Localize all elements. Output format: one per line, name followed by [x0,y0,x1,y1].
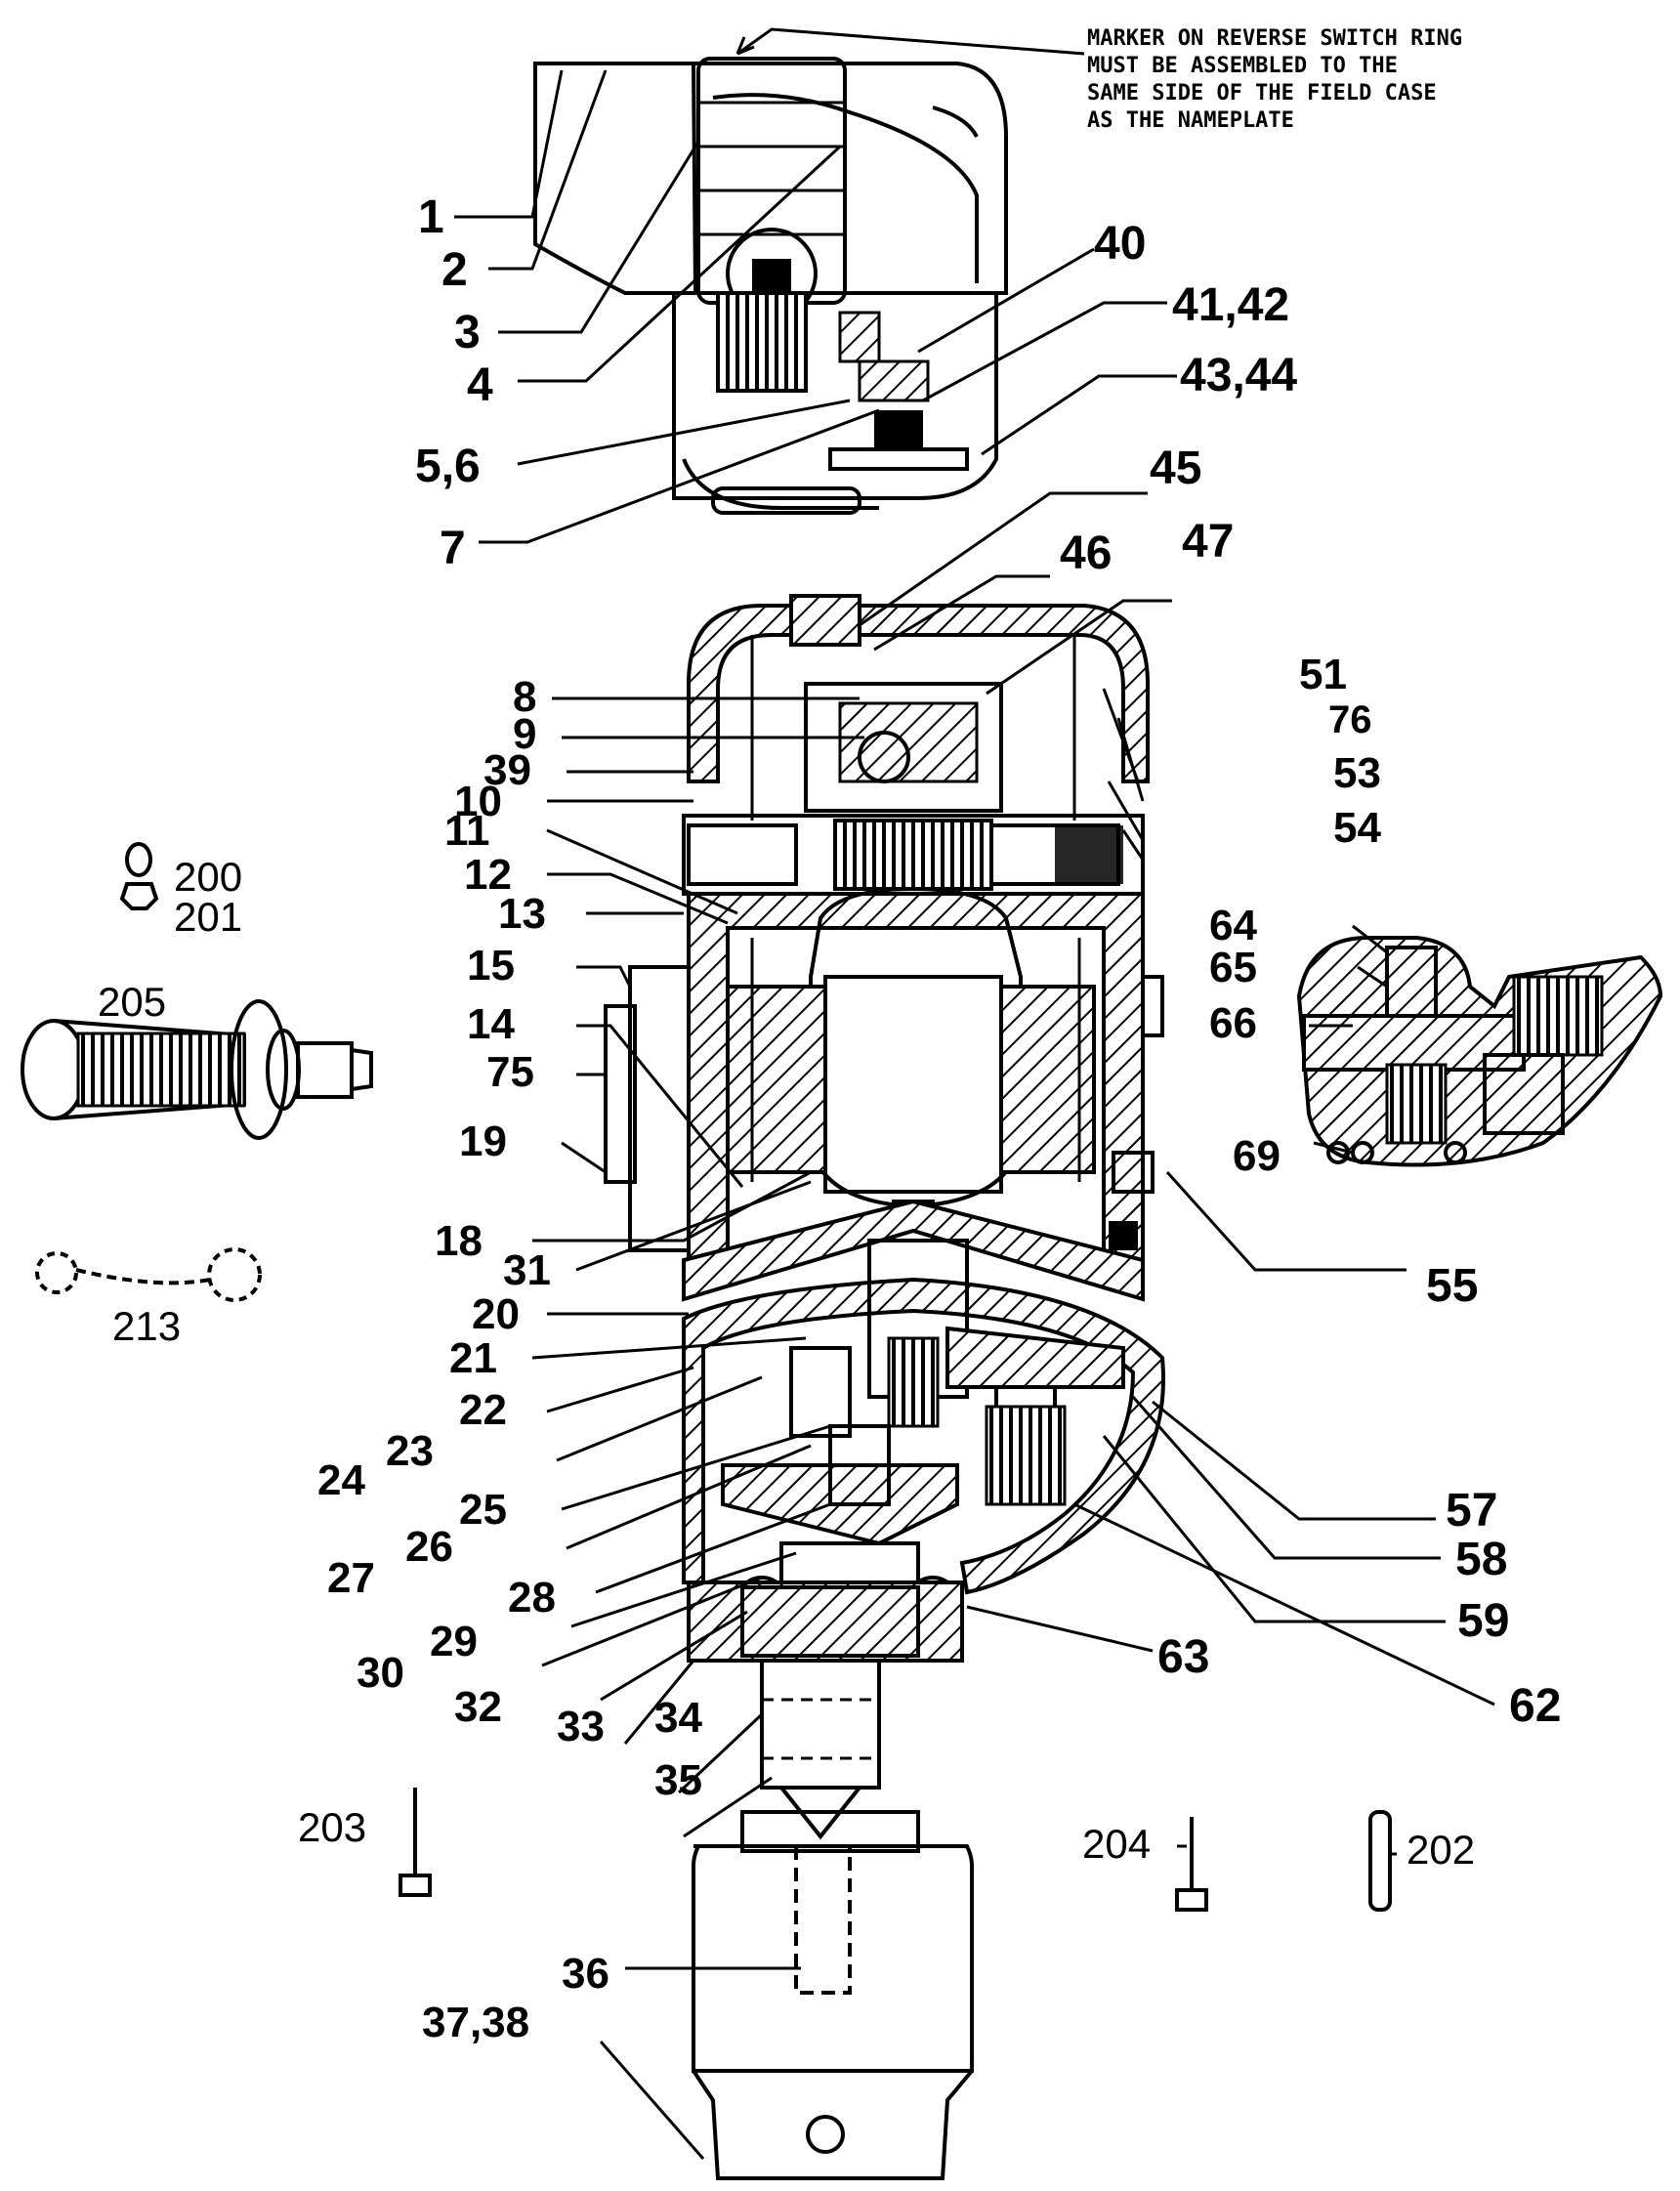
callout-202: 202 [1407,1827,1475,1873]
callout-14: 14 [467,1000,515,1048]
callout-7: 7 [440,523,466,574]
callout-labels: 1 2 3 4 5,6 7 40 41,42 43,44 45 46 47 8 … [98,191,1561,2046]
gear-section-inset [1296,936,1663,1167]
callout-57: 57 [1446,1485,1497,1537]
screw-203 [399,1788,432,1897]
callout-203: 203 [298,1804,366,1850]
chuck [692,1810,974,2180]
callout-1: 1 [418,191,444,243]
callout-22: 22 [459,1386,507,1434]
callout-40: 40 [1094,218,1146,270]
callout-5-6: 5,6 [415,441,481,492]
callout-65: 65 [1209,944,1257,991]
callout-46: 46 [1060,527,1112,579]
callout-31: 31 [503,1246,551,1294]
callout-29: 29 [430,1618,478,1665]
callout-64: 64 [1209,902,1257,949]
callout-2: 2 [441,244,468,296]
callout-20: 20 [472,1290,520,1338]
leader-lines [454,27,1495,2160]
callout-36: 36 [562,1950,609,1998]
callout-55: 55 [1426,1260,1478,1312]
callout-53: 53 [1333,749,1381,797]
gear-case [682,1239,1165,1840]
callout-28: 28 [508,1574,556,1622]
callout-41-42: 41,42 [1172,279,1289,331]
callout-32: 32 [454,1683,502,1731]
callout-58: 58 [1455,1534,1507,1585]
lock-washer-nut [119,842,159,910]
note-line-3: SAME SIDE OF THE FIELD CASE [1087,81,1437,105]
callout-25: 25 [459,1486,507,1534]
callout-43-44: 43,44 [1180,350,1297,401]
callout-24: 24 [317,1456,365,1504]
callout-76: 76 [1328,698,1372,741]
callout-59: 59 [1457,1595,1509,1647]
callout-204: 204 [1082,1821,1151,1867]
callout-27: 27 [327,1554,375,1602]
callout-19: 19 [459,1117,507,1165]
note-line-1: MARKER ON REVERSE SWITCH RING [1087,26,1462,51]
callout-26: 26 [405,1523,453,1571]
callout-18: 18 [435,1217,483,1265]
callout-12: 12 [464,851,512,899]
callout-201: 201 [174,894,242,940]
callout-75: 75 [486,1048,534,1096]
callout-63: 63 [1157,1631,1209,1683]
callout-3: 3 [454,307,481,358]
callout-15: 15 [467,942,515,990]
callout-33: 33 [557,1703,605,1750]
callout-37-38: 37,38 [422,1999,529,2046]
callout-34: 34 [654,1694,702,1742]
callout-62: 62 [1509,1680,1561,1732]
callout-4: 4 [467,359,493,411]
switch-handle-assembly [533,57,1008,515]
callout-11: 11 [444,807,490,855]
callout-205: 205 [98,979,166,1025]
callout-10: 10 [454,778,502,825]
callout-35: 35 [654,1756,702,1804]
note-line-2: MUST BE ASSEMBLED TO THE [1087,54,1398,78]
callout-39: 39 [483,746,531,794]
side-handle [21,999,373,1140]
callout-45: 45 [1150,442,1201,494]
callout-13: 13 [498,890,546,938]
callout-213: 213 [112,1303,181,1349]
callout-200: 200 [174,854,242,900]
callout-51: 51 [1299,651,1347,698]
callout-8: 8 [513,673,536,721]
motor-housing [604,594,1164,1302]
assembly-note: MARKER ON REVERSE SWITCH RING MUST BE AS… [1087,26,1462,133]
key-chain [35,1247,262,1302]
callout-21: 21 [449,1334,497,1382]
pin-202 [1368,1810,1392,1912]
callout-66: 66 [1209,999,1257,1047]
callout-9: 9 [513,710,536,758]
callout-23: 23 [386,1427,434,1475]
callout-30: 30 [357,1649,404,1697]
callout-54: 54 [1333,804,1381,852]
screw-204 [1175,1817,1208,1912]
callout-47: 47 [1182,516,1234,568]
callout-69: 69 [1233,1132,1281,1180]
note-line-4: AS THE NAMEPLATE [1087,108,1294,133]
